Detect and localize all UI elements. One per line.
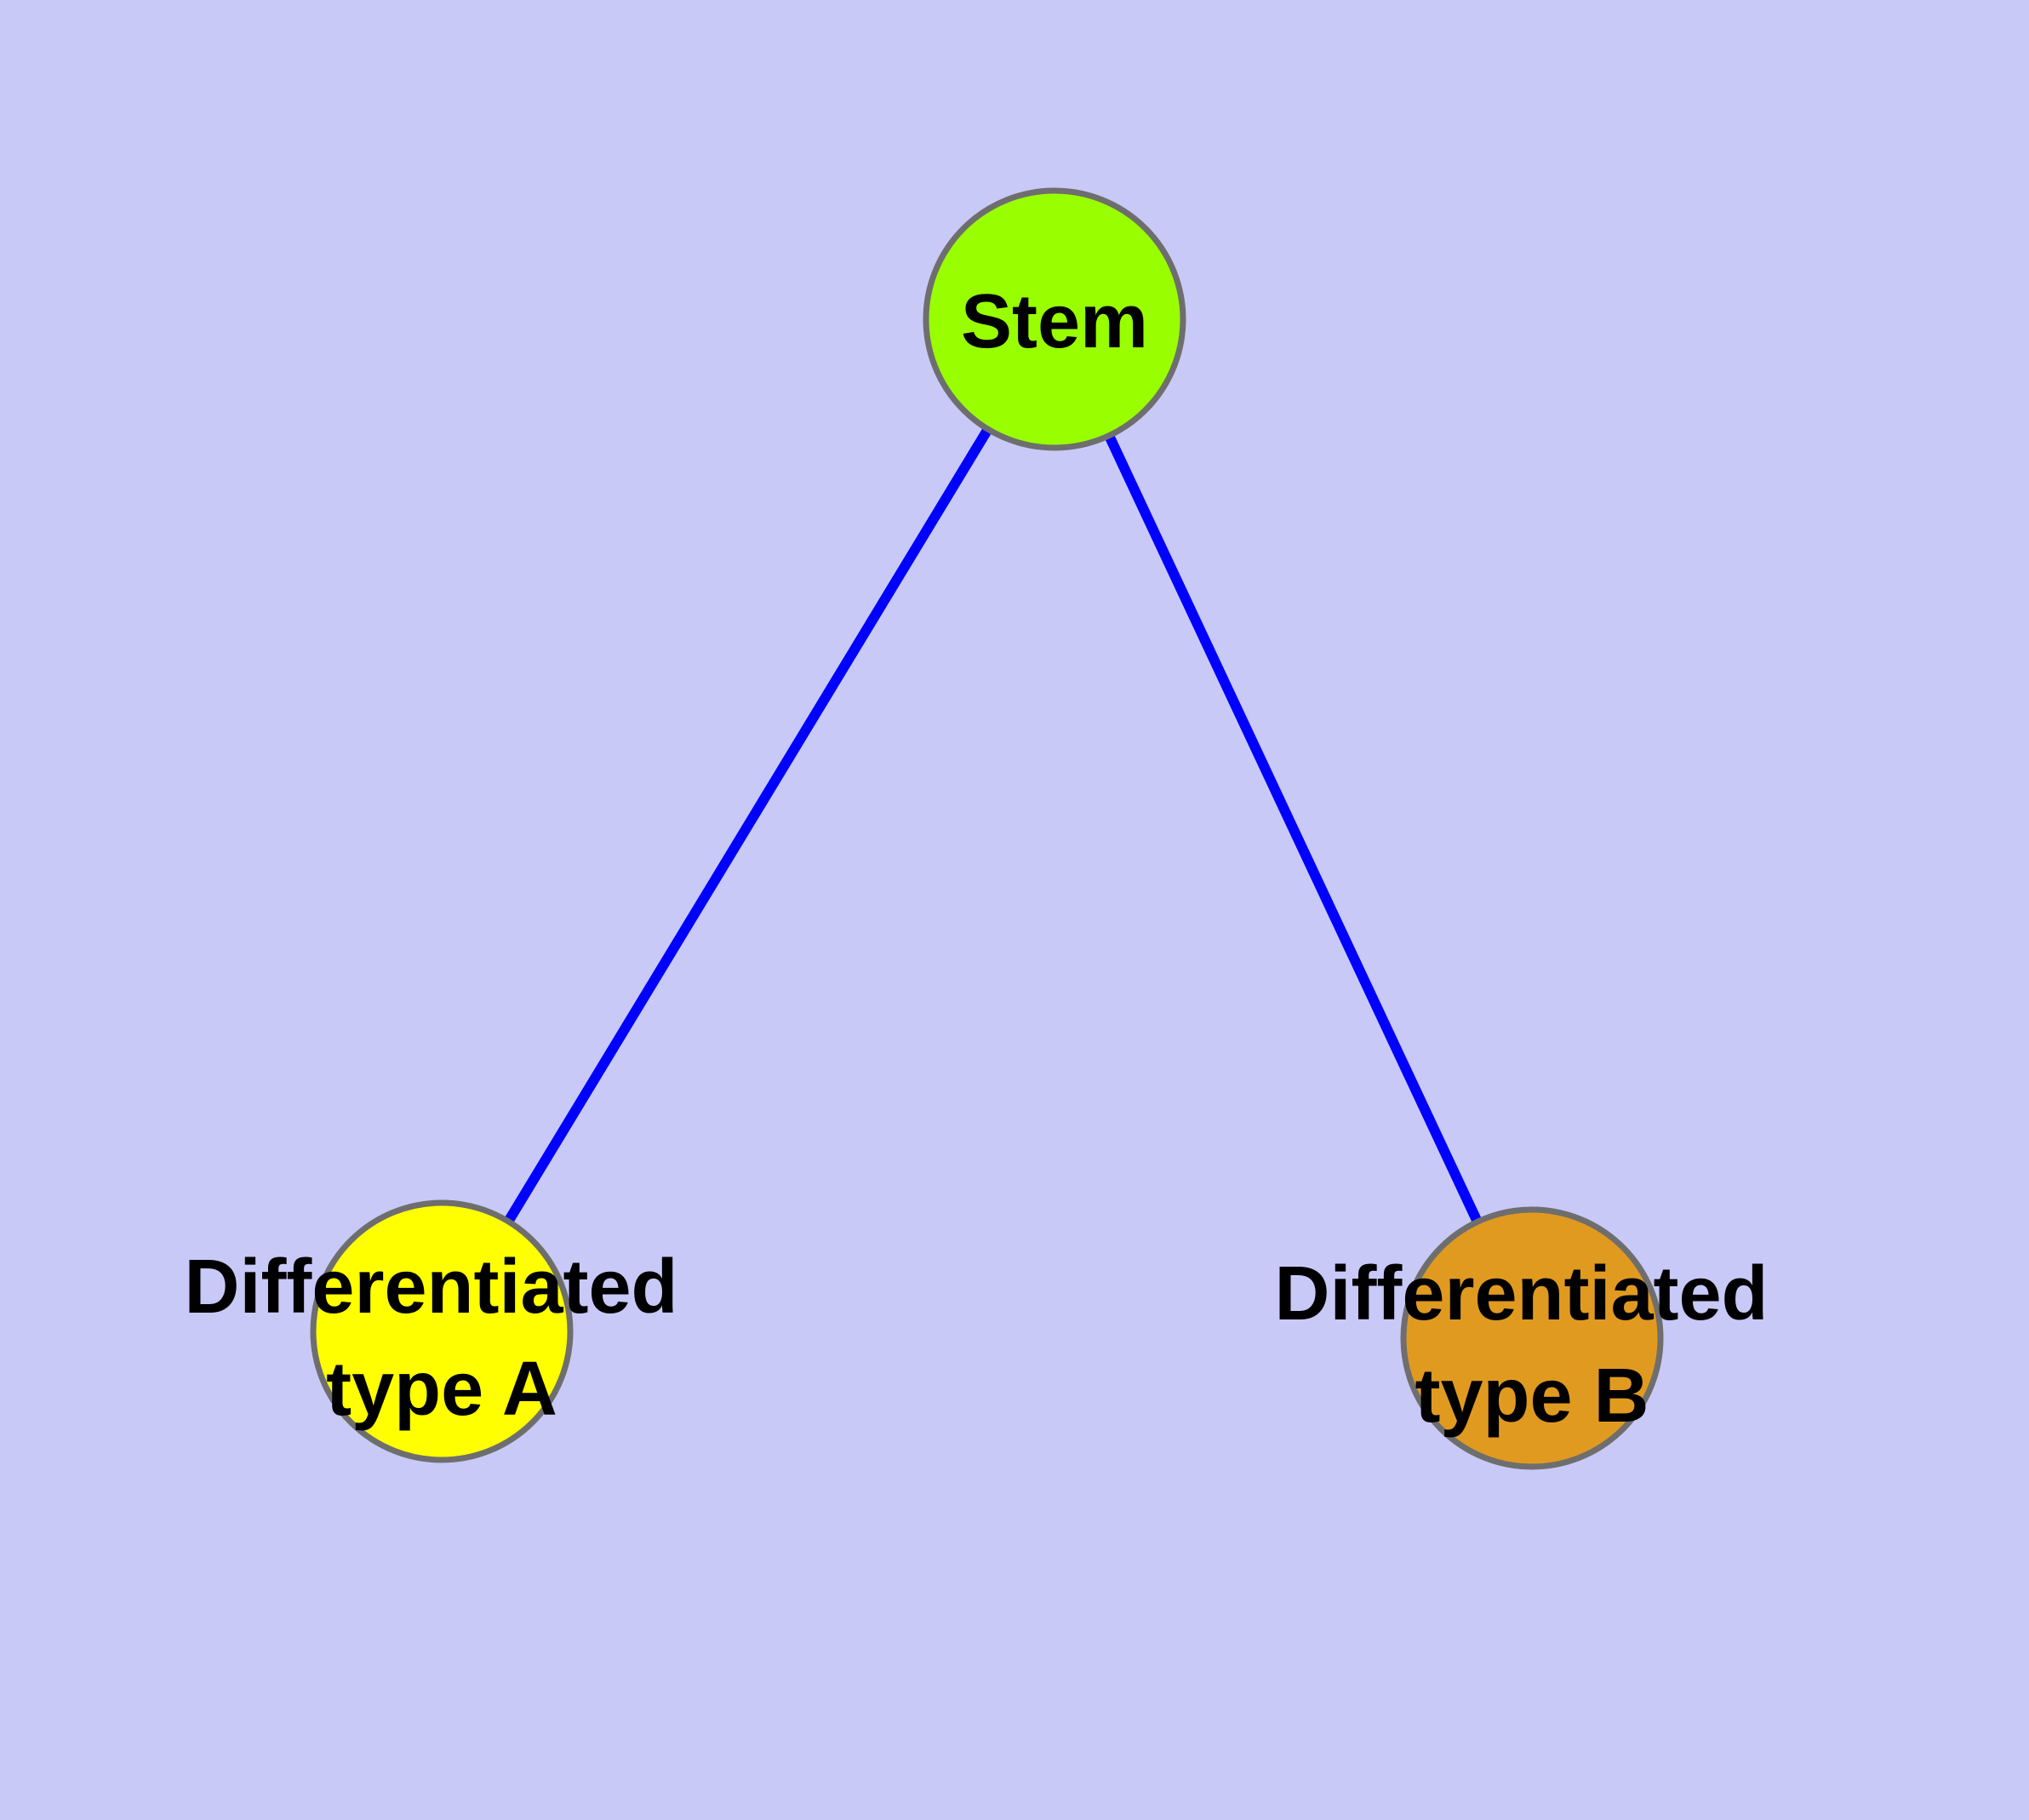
stem-node-circle bbox=[923, 187, 1186, 451]
node-stem: Stem bbox=[923, 187, 1186, 451]
type-b-node-circle bbox=[1400, 1206, 1664, 1470]
node-differentiated-type-b: Differentiated type B bbox=[1274, 1206, 1789, 1470]
type-b-node-label: Differentiated type B bbox=[1274, 1251, 1789, 1439]
stem-node-label: Stem bbox=[961, 279, 1148, 364]
type-b-label-line2: type B bbox=[1415, 1354, 1649, 1439]
edge-stem-to-type-a bbox=[437, 316, 1060, 1335]
type-a-label-line2: type A bbox=[326, 1347, 557, 1432]
type-a-node-circle bbox=[310, 1199, 574, 1463]
type-b-label-line1: Differentiated bbox=[1274, 1251, 1768, 1336]
edge-stem-to-type-b bbox=[1049, 317, 1537, 1341]
type-a-label-line1: Differentiated bbox=[184, 1245, 677, 1330]
node-differentiated-type-a: Differentiated type A bbox=[184, 1199, 699, 1463]
type-a-node-label: Differentiated type A bbox=[184, 1245, 699, 1432]
